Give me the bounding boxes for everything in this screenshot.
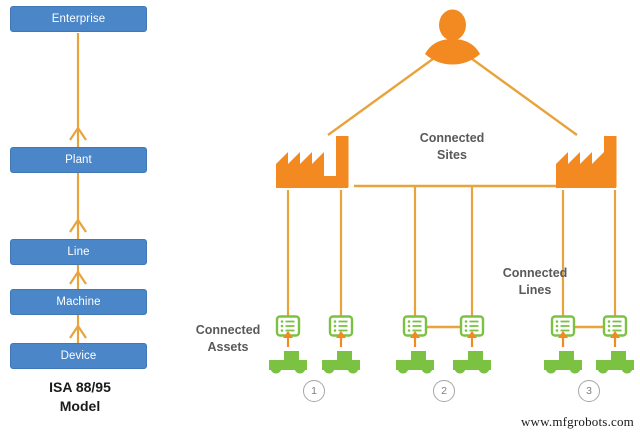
connected-assets-label-line2: Assets (207, 340, 249, 354)
connected-lines-label-line1: Connected (502, 266, 568, 280)
isa-level-device-label: Device (60, 350, 97, 362)
factory-icon-left (276, 136, 349, 188)
arrowhead-plant (69, 126, 87, 141)
group-number-badge-3-text: 3 (586, 385, 592, 397)
arrowhead-line (69, 218, 87, 233)
isa-level-machine-label: Machine (56, 296, 101, 308)
group-number-badge-1-text: 1 (311, 385, 317, 397)
isa-level-plant[interactable]: Plant (10, 147, 147, 173)
isa-level-line[interactable]: Line (10, 239, 147, 265)
connector-user-site-left (327, 55, 438, 136)
watermark: www.mfgrobots.com (520, 414, 634, 429)
isa-model-caption-line1: ISA 88/95 (49, 379, 111, 395)
isa-level-device[interactable]: Device (10, 343, 147, 369)
connected-sites-label-line1: Connected (419, 131, 485, 145)
arrowhead-machine (69, 270, 87, 285)
connected-assets-label-line1: Connected (195, 323, 261, 337)
isa-level-machine[interactable]: Machine (10, 289, 147, 315)
arrowhead-device (69, 324, 87, 339)
group-number-badge-2-text: 2 (441, 385, 447, 397)
connected-sites-label: Connected Sites (392, 130, 512, 164)
connector-user-site-right (467, 55, 578, 136)
group-number-badge-2[interactable]: 2 (433, 380, 455, 402)
asset-pair-group-2 (396, 315, 491, 374)
asset-pair-group-3 (544, 315, 634, 374)
group-number-badge-3[interactable]: 3 (578, 380, 600, 402)
isa-model-caption-line2: Model (59, 398, 101, 414)
group-number-badge-1[interactable]: 1 (303, 380, 325, 402)
connected-lines-label: Connected Lines (475, 265, 595, 299)
isa-level-line-label: Line (67, 246, 90, 258)
factory-icon-right (556, 136, 617, 188)
isa-level-enterprise-label: Enterprise (51, 13, 106, 25)
isa-level-enterprise[interactable]: Enterprise (10, 6, 147, 32)
isa-model-caption: ISA 88/95 Model (0, 378, 160, 416)
connected-assets-label: Connected Assets (178, 322, 278, 356)
connected-lines-label-line2: Lines (518, 283, 552, 297)
connected-sites-label-line2: Sites (437, 148, 467, 162)
asset-pair-group-1 (269, 315, 360, 374)
isa-level-plant-label: Plant (65, 154, 92, 166)
